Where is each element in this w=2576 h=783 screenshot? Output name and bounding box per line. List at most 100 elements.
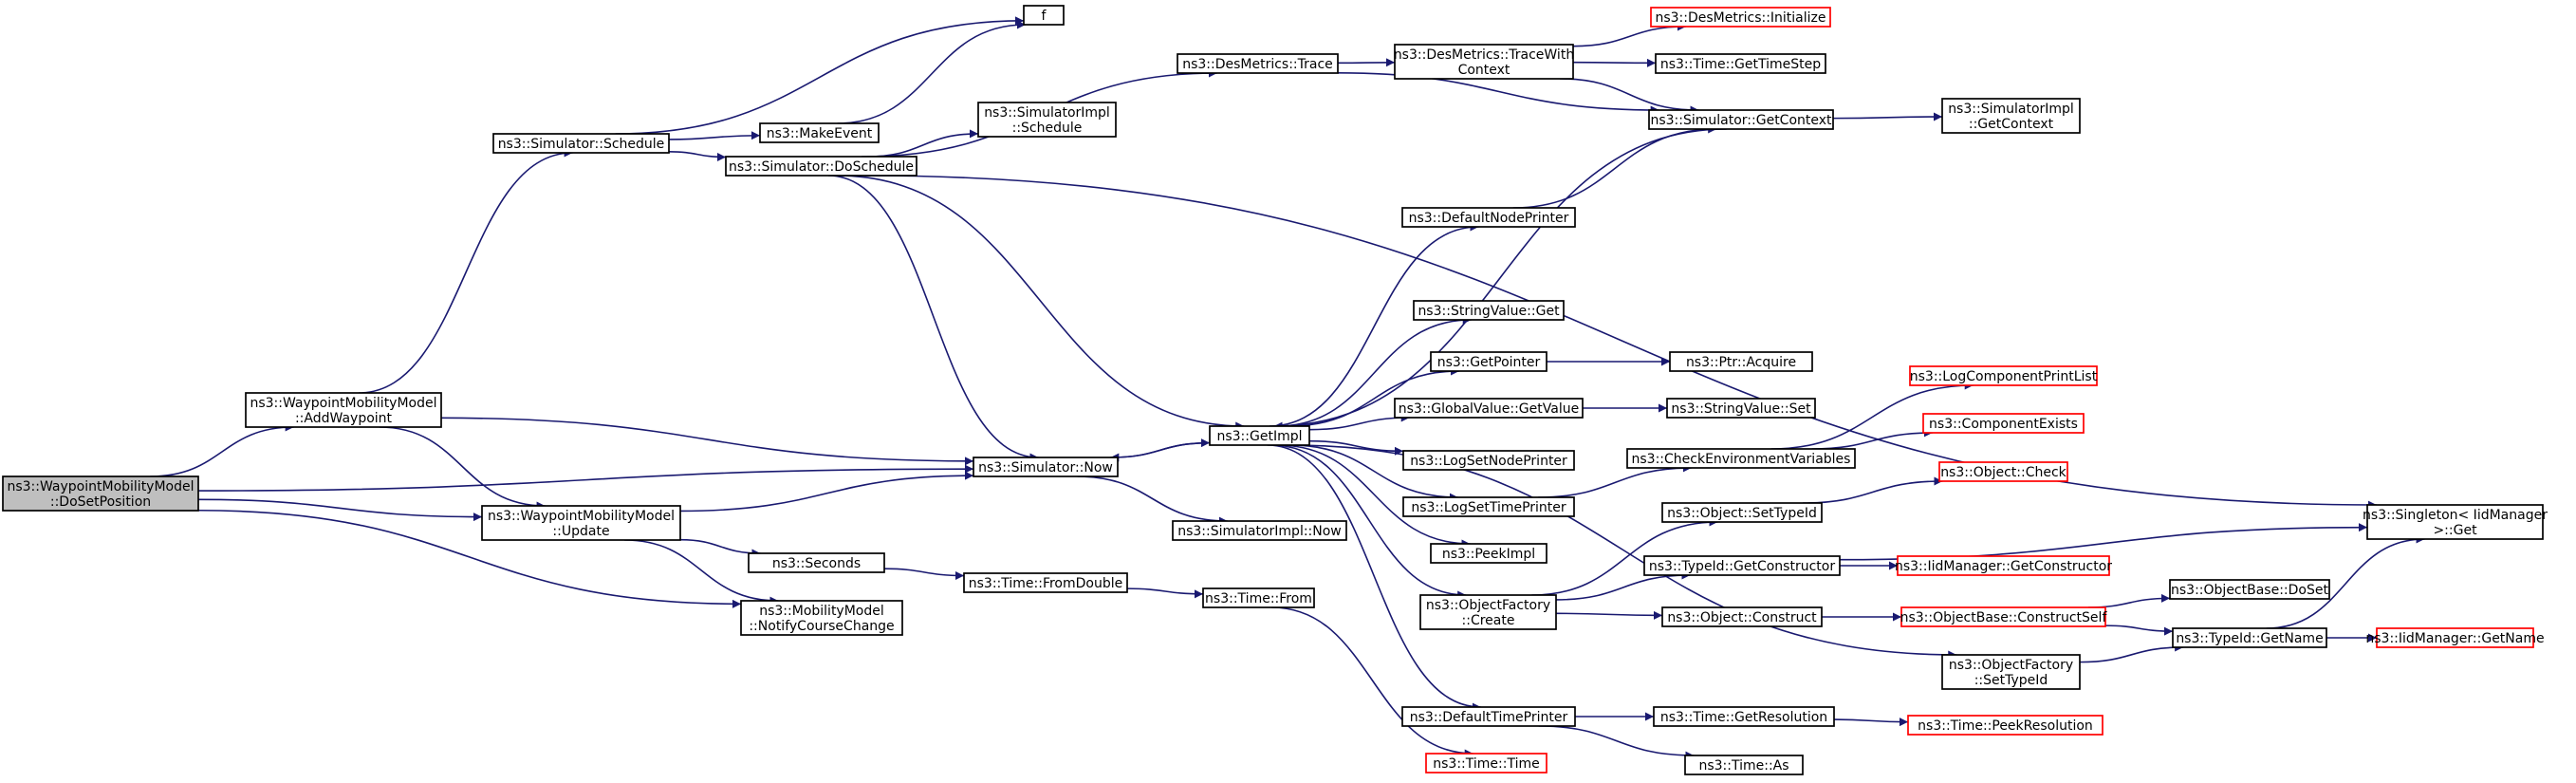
node-box[interactable] <box>1401 207 1576 228</box>
node-iidgetname[interactable]: ns3::IidManager::GetName <box>2365 627 2545 648</box>
node-box[interactable] <box>1653 706 1835 727</box>
node-box[interactable] <box>725 156 917 177</box>
node-typeidgetname[interactable]: ns3::TypeId::GetName <box>2172 627 2327 648</box>
node-fromdouble[interactable]: ns3::Time::FromDouble <box>963 572 1128 593</box>
node-peekresolution[interactable]: ns3::Time::PeekResolution <box>1907 715 2103 736</box>
node-box[interactable] <box>1402 496 1575 517</box>
node-f[interactable]: f <box>1023 5 1065 26</box>
node-simimplgetcontext[interactable]: ns3::SimulatorImpl::GetContext <box>1941 98 2081 134</box>
node-box[interactable] <box>973 457 1119 477</box>
node-box[interactable] <box>1900 606 2106 627</box>
node-box[interactable] <box>1425 753 1547 774</box>
node-addwp[interactable]: ns3::WaypointMobilityModel::AddWaypoint <box>245 392 442 428</box>
node-defaultnodeprinter[interactable]: ns3::DefaultNodePrinter <box>1401 207 1576 228</box>
node-objfactorysettypeid[interactable]: ns3::ObjectFactory::SetTypeId <box>1941 654 2081 690</box>
node-getpointer[interactable]: ns3::GetPointer <box>1430 351 1547 372</box>
node-box[interactable] <box>1172 520 1347 541</box>
node-iidgetconstructor[interactable]: ns3::IidManager::GetConstructor <box>1895 555 2112 576</box>
node-box[interactable] <box>1907 715 2103 736</box>
node-box[interactable] <box>1650 7 1831 28</box>
node-box[interactable] <box>1394 44 1574 80</box>
node-singleton[interactable]: ns3::Singleton< IidManager >::Get <box>2363 504 2548 540</box>
node-stringvalueset[interactable]: ns3::StringValue::Set <box>1666 398 1816 419</box>
node-box[interactable] <box>1430 543 1547 564</box>
node-getresolution[interactable]: ns3::Time::GetResolution <box>1653 706 1835 727</box>
node-box[interactable] <box>1648 109 1834 130</box>
node-objsettypeid[interactable]: ns3::Object::SetTypeId <box>1661 502 1823 523</box>
node-root[interactable]: ns3::WaypointMobilityModel::DoSetPositio… <box>2 475 199 512</box>
node-box[interactable] <box>1938 461 2068 482</box>
node-getcontext[interactable]: ns3::Simulator::GetContext <box>1648 109 1834 130</box>
node-destrace[interactable]: ns3::DesMetrics::Trace <box>1177 53 1339 74</box>
node-objcheck[interactable]: ns3::Object::Check <box>1938 461 2068 482</box>
node-box[interactable] <box>2169 579 2330 600</box>
node-box[interactable] <box>1626 448 1856 469</box>
node-desinit[interactable]: ns3::DesMetrics::Initialize <box>1650 7 1831 28</box>
node-timeas[interactable]: ns3::Time::As <box>1684 755 1804 775</box>
node-dosetbase[interactable]: ns3::ObjectBase::DoSet <box>2169 579 2330 600</box>
node-box[interactable] <box>1669 351 1813 372</box>
node-box[interactable] <box>1661 502 1823 523</box>
node-logcompprintlist[interactable]: ns3::LogComponentPrintList <box>1909 365 2098 386</box>
node-defaulttimeprinter[interactable]: ns3::DefaultTimePrinter <box>1401 706 1576 727</box>
node-box[interactable] <box>1655 53 1826 74</box>
node-box[interactable] <box>245 392 442 428</box>
node-box[interactable] <box>1430 351 1547 372</box>
node-gettimestep[interactable]: ns3::Time::GetTimeStep <box>1655 53 1826 74</box>
node-box[interactable] <box>748 552 885 573</box>
node-compexists[interactable]: ns3::ComponentExists <box>1922 413 2085 434</box>
node-peekimpl[interactable]: ns3::PeekImpl <box>1430 543 1547 564</box>
node-notify[interactable]: ns3::MobilityModel::NotifyCourseChange <box>740 600 903 636</box>
node-objfactorycreate[interactable]: ns3::ObjectFactory::Create <box>1419 594 1557 630</box>
node-globalvalue[interactable]: ns3::GlobalValue::GetValue <box>1394 398 1584 419</box>
node-box[interactable] <box>963 572 1128 593</box>
node-box[interactable] <box>1202 587 1315 608</box>
node-box[interactable] <box>1684 755 1804 775</box>
node-box[interactable] <box>1666 398 1816 419</box>
node-box[interactable] <box>977 102 1117 138</box>
node-makeevent[interactable]: ns3::MakeEvent <box>759 122 880 143</box>
node-box[interactable] <box>1643 555 1841 576</box>
node-simimplschedule[interactable]: ns3::SimulatorImpl::Schedule <box>977 102 1117 138</box>
node-box[interactable] <box>1402 450 1575 471</box>
node-box[interactable] <box>1023 5 1065 26</box>
node-box[interactable] <box>1922 413 2085 434</box>
node-box[interactable] <box>1209 425 1310 446</box>
node-box[interactable] <box>1177 53 1339 74</box>
node-logsetnodeprinter[interactable]: ns3::LogSetNodePrinter <box>1402 450 1575 471</box>
node-box[interactable] <box>759 122 880 143</box>
node-ptracquire[interactable]: ns3::Ptr::Acquire <box>1669 351 1813 372</box>
node-box[interactable] <box>1897 555 2110 576</box>
node-checkenv[interactable]: ns3::CheckEnvironmentVariables <box>1626 448 1856 469</box>
node-box[interactable] <box>2172 627 2327 648</box>
node-schedule[interactable]: ns3::Simulator::Schedule <box>492 133 670 154</box>
node-simimplnow[interactable]: ns3::SimulatorImpl::Now <box>1172 520 1347 541</box>
node-seconds[interactable]: ns3::Seconds <box>748 552 885 573</box>
node-box[interactable] <box>1394 398 1584 419</box>
node-box[interactable] <box>1941 654 2081 690</box>
node-box[interactable] <box>740 600 903 636</box>
node-logsettimeprinter[interactable]: ns3::LogSetTimePrinter <box>1402 496 1575 517</box>
node-typeidgetconstructor[interactable]: ns3::TypeId::GetConstructor <box>1643 555 1841 576</box>
node-box[interactable] <box>1419 594 1557 630</box>
node-timetime[interactable]: ns3::Time::Time <box>1425 753 1547 774</box>
node-box[interactable] <box>1413 300 1565 321</box>
node-stringvalueget[interactable]: ns3::StringValue::Get <box>1413 300 1565 321</box>
node-box[interactable] <box>2366 504 2544 540</box>
node-box[interactable] <box>2 475 199 512</box>
node-box[interactable] <box>481 505 681 541</box>
node-box[interactable] <box>492 133 670 154</box>
node-getimpl[interactable]: ns3::GetImpl <box>1209 425 1310 446</box>
node-box[interactable] <box>2376 627 2534 648</box>
node-constructself[interactable]: ns3::ObjectBase::ConstructSelf <box>1900 606 2108 627</box>
node-update[interactable]: ns3::WaypointMobilityModel::Update <box>481 505 681 541</box>
node-from[interactable]: ns3::Time::From <box>1202 587 1315 608</box>
node-box[interactable] <box>1909 365 2098 386</box>
node-box[interactable] <box>1401 706 1576 727</box>
node-box[interactable] <box>1661 606 1823 627</box>
node-doschedule[interactable]: ns3::Simulator::DoSchedule <box>725 156 917 177</box>
node-objconstruct[interactable]: ns3::Object::Construct <box>1661 606 1823 627</box>
node-box[interactable] <box>1941 98 2081 134</box>
node-now[interactable]: ns3::Simulator::Now <box>973 457 1119 477</box>
